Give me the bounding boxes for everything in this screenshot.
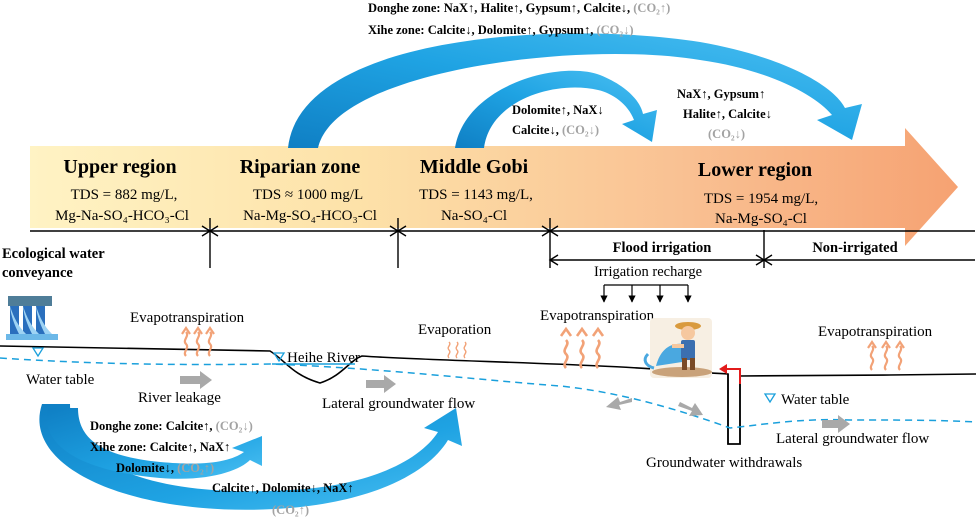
evapotranspiration-middle-icon [559,326,605,369]
lateral-flow-arrow-middle [366,375,396,393]
region-name-upper: Upper region [63,156,176,178]
well-outline [727,374,741,445]
bottom-arc-arrow-small [46,408,262,479]
bottom-note-lateral: Calcite↑, Dolomite↓, NaX↑ [212,481,354,495]
ground-surface-line [0,345,976,445]
heihe-river-marker [272,352,286,363]
non-irrigated-label: Non-irrigated [812,240,897,256]
bottom-note-donghe: Donghe zone: Calcite↑, (CO₂↓) [90,419,253,433]
flow-toward-well-arrow [678,402,703,416]
region-name-riparian: Riparian zone [240,156,361,178]
groundwater-withdrawals-label: Groundwater withdrawals [646,455,802,471]
region-name-lower: Lower region [698,159,812,181]
top-note-donghe: Donghe zone: NaX↑, Halite↑, Gypsum↑, Cal… [368,1,670,15]
water-table-label-left: Water table [26,372,95,388]
ecological-label-line2: conveyance [2,265,73,281]
region-type-riparian: Na-Mg-SO₄-HCO₃-Cl [243,208,377,224]
bottom-arc-arrow-large [39,404,462,510]
region-tds-lower: TDS = 1954 mg/L, [704,191,818,207]
river-leakage-label: River leakage [138,390,221,406]
region-boundaries [30,218,975,268]
irrigation-recharge-arrows [600,284,692,303]
top-arc-arrow-large [288,33,862,148]
lateral-flow-label-middle: Lateral groundwater flow [322,396,475,412]
flood-irrigation-label: Flood irrigation [613,240,712,256]
evaporation-icon [447,341,467,359]
farmer-irrigating-icon [643,318,712,378]
region-tds-middle: TDS = 1143 mg/L, [419,187,533,203]
water-table-label-right: Water table [781,392,850,408]
gray-flow-arrows [180,371,850,433]
bottom-note-lateral-co2: (CO₂↑) [272,503,309,517]
region-type-upper: Mg-Na-SO₄-HCO₃-Cl [55,208,189,224]
evapotranspiration-right-icon [867,340,905,371]
region-type-lower: Na-Mg-SO₄-Cl [715,211,807,227]
evapotranspiration-right-label: Evapotranspiration [818,324,933,340]
top-arc-arrow-medium [455,70,657,148]
irrigation-recharge-label: Irrigation recharge [594,264,702,280]
lateral-flow-label-right: Lateral groundwater flow [776,431,929,447]
spillway-icon [6,296,58,340]
region-type-middle: Na-SO₄-Cl [441,208,507,224]
lateral-flow-arrow-right [822,415,850,433]
ecological-label-line1: Ecological water [2,246,105,262]
bottom-note-dolomite: Dolomite↓, (CO₂↑) [116,461,214,475]
region-tds-upper: TDS = 882 mg/L, [71,187,178,203]
water-table-marker-right [763,393,777,404]
region-name-middle: Middle Gobi [420,156,529,178]
middle-note-line1: Dolomite↑, NaX↓ [512,103,604,117]
backflow-arrow [606,397,632,410]
well-outlet-arrow [719,364,741,384]
water-table-marker-left [31,347,45,358]
top-note-xihe: Xihe zone: Calcite↓, Dolomite↑, Gypsum↑,… [368,23,634,37]
evapotranspiration-middle-label: Evapotranspiration [540,308,655,324]
lower-note-co2: (CO₂↓) [708,127,745,141]
river-leakage-arrow [180,371,212,389]
region-tds-riparian: TDS ≈ 1000 mg/L [253,187,363,203]
water-table-dashed [0,357,976,429]
bottom-note-xihe: Xihe zone: Calcite↑, NaX↑ [90,440,230,454]
middle-note-line2: Calcite↓, (CO₂↓) [512,123,599,137]
heihe-river-label: Heihe River [287,350,360,366]
evapotranspiration-left-label: Evapotranspiration [130,310,245,326]
region-band-arrow [30,128,958,246]
lower-note-line2: Halite↑, Calcite↓ [683,107,772,121]
evapotranspiration-left-icon [181,326,215,357]
evaporation-label: Evaporation [418,322,492,338]
lower-note-line1: NaX↑, Gypsum↑ [677,87,765,101]
